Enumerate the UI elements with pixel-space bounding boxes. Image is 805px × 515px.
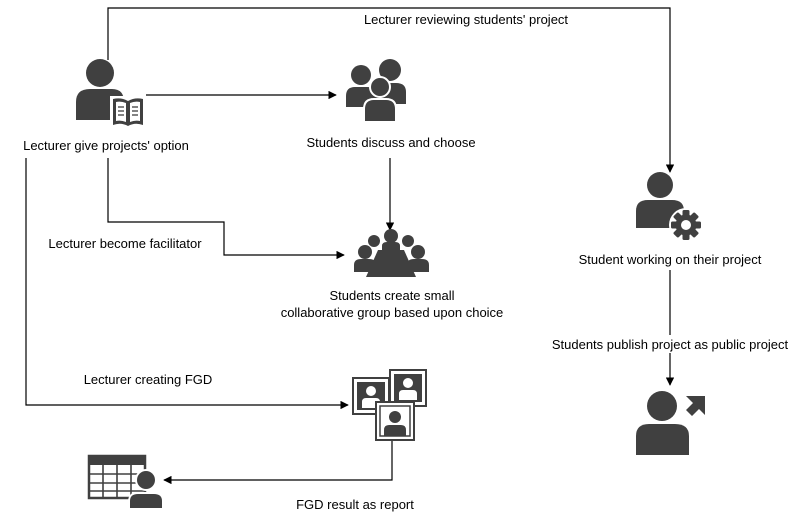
node-label-students-discuss: Students discuss and choose — [306, 135, 475, 150]
edge-label-publish: Students publish project as public proje… — [552, 337, 789, 352]
node-label-group-line2: collaborative group based upon choice — [281, 305, 504, 320]
node-label-student-working: Student working on their project — [579, 252, 762, 267]
publish-label-background — [560, 335, 790, 353]
node-label-lecturer: Lecturer give projects' option — [23, 138, 189, 153]
edge-label-reviewing: Lecturer reviewing students' project — [364, 12, 568, 27]
photo-gallery-icon — [352, 369, 427, 441]
meeting-table-icon — [354, 229, 429, 277]
edge-lecturer-creating-fgd — [25, 158, 349, 410]
spreadsheet-user-icon — [87, 454, 164, 510]
user-share-icon — [636, 391, 705, 455]
user-gear-icon — [636, 172, 703, 242]
edge-fgd-to-report — [163, 440, 393, 485]
edge-label-facilitator: Lecturer become facilitator — [48, 236, 202, 251]
edge-lecturer-reviewing — [107, 7, 675, 173]
lecturer-with-book-icon — [76, 59, 146, 127]
user-group-icon — [346, 59, 406, 123]
edge-lecturer-facilitator — [107, 158, 345, 260]
edge-label-fgd-report: FGD result as report — [296, 497, 414, 512]
node-label-group-line1: Students create small — [329, 288, 454, 303]
edge-label-creating-fgd: Lecturer creating FGD — [84, 372, 213, 387]
